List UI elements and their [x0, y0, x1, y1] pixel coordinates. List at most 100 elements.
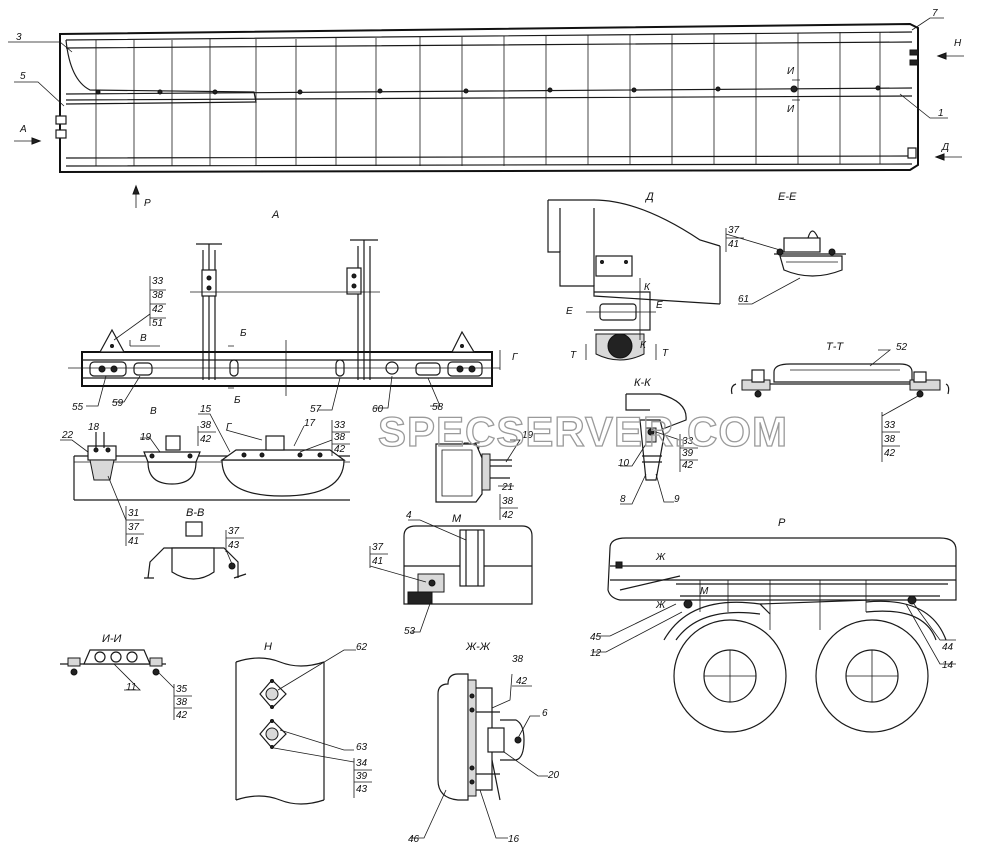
- callout-17: 17: [304, 418, 316, 429]
- callout-53: 53: [404, 626, 416, 637]
- callout-stack-31-37-41: 31 37 41: [107, 475, 144, 547]
- callout-1: 1: [938, 108, 944, 119]
- arrow-label-zh1: Ж: [655, 552, 666, 563]
- callout-52: 52: [896, 342, 908, 353]
- view-n-title: Н: [264, 641, 272, 653]
- arrow-label-g1: Г: [512, 352, 519, 363]
- view-p-title: Р: [778, 517, 786, 529]
- view-kk-title: К-К: [634, 377, 651, 389]
- arrow-label-g2: Г: [226, 422, 233, 433]
- view-kk: К-К 33 39 42 10 8 9: [618, 377, 698, 505]
- callout-stack-33-38-42-51: 33 38 42 51: [113, 276, 166, 341]
- label: 37: [372, 542, 384, 553]
- arrow-label-v2: В: [150, 406, 157, 417]
- arrow-label-d: Д: [941, 142, 949, 153]
- callout-19b: 19: [522, 430, 534, 441]
- arrow-label-t1: Т: [570, 350, 577, 361]
- callout-18: 18: [88, 422, 100, 433]
- callout-stack-34-39-43: 34 39 43: [273, 747, 372, 798]
- view-d: Д Е Е К К Т Т: [547, 191, 721, 361]
- label: 33: [682, 436, 694, 447]
- callout-22: 22: [61, 430, 74, 441]
- callout-5: 5: [20, 71, 26, 82]
- callout-4: 4: [406, 510, 412, 521]
- callout-3: 3: [16, 32, 22, 43]
- callout-42: 42: [516, 676, 528, 687]
- trailer-plan-view: И И 3 5 7 1 Н А Д Р: [8, 8, 964, 209]
- callout-15: 15: [200, 404, 212, 415]
- label: 51: [152, 318, 163, 329]
- callout-8: 8: [620, 494, 626, 505]
- view-ee: Е-Е 37 41 61: [725, 191, 846, 305]
- view-p: Р Ж Ж М 45 12 44 14: [590, 517, 957, 733]
- view-vv-title: В-В: [186, 507, 204, 519]
- callout-46: 46: [408, 834, 420, 845]
- callout-19: 19: [140, 432, 152, 443]
- watermark: SPECSERVER.COM: [378, 408, 788, 455]
- callout-11: 11: [126, 682, 136, 693]
- arrow-label-m: М: [700, 586, 709, 597]
- callout-60: 60: [372, 404, 384, 415]
- callout-59: 59: [112, 398, 124, 409]
- callout-14: 14: [942, 660, 954, 671]
- view-d-title: Д: [644, 191, 654, 203]
- view-vv: В-В 37 43: [144, 507, 247, 580]
- callout-stack-38-42-bb: 38 42: [499, 494, 518, 521]
- view-zhzh: Ж-Ж 38 42 6 20 46 16: [408, 641, 560, 845]
- view-bb: Б-Б 19 21 38 42: [435, 430, 534, 521]
- view-n: Н 62 63 34 39 43: [235, 641, 372, 805]
- arrow-label-i1: И: [787, 66, 795, 77]
- callout-21: 21: [501, 482, 513, 493]
- label: 33: [884, 420, 896, 431]
- label: 33: [334, 420, 346, 431]
- view-ee-title: Е-Е: [778, 191, 797, 203]
- callout-stack-37-41-ee: 37 41: [725, 225, 781, 252]
- label: 41: [128, 536, 139, 547]
- label: 38: [884, 434, 896, 445]
- view-m-title: М: [452, 513, 462, 525]
- label: 39: [356, 771, 368, 782]
- label: 38: [502, 496, 514, 507]
- callout-16: 16: [508, 834, 520, 845]
- view-ii-title: И-И: [102, 633, 122, 645]
- label: 33: [152, 276, 164, 287]
- arrow-label-b1: Б: [240, 328, 247, 339]
- view-zhzh-title: Ж-Ж: [465, 641, 491, 653]
- view-tt-title: Т-Т: [826, 341, 844, 353]
- arrow-label-b2: Б: [234, 395, 241, 406]
- label: 31: [128, 508, 139, 519]
- view-ii: И-И 11 35 38 42: [60, 633, 192, 721]
- label: 38: [176, 697, 188, 708]
- label: 34: [356, 758, 368, 769]
- callout-stack-37-43: 37 43: [225, 526, 244, 565]
- label: 43: [228, 540, 240, 551]
- callout-stack-35-38-42: 35 38 42: [157, 671, 192, 721]
- view-a: А В В Б Б Г 33: [68, 209, 519, 417]
- label: 39: [682, 448, 694, 459]
- view-m: М 4 37 41 53: [369, 510, 533, 637]
- arrow-label-n: Н: [954, 38, 962, 49]
- arrow-label-k1: К: [644, 282, 651, 293]
- callout-stack-33-38-42-tt: 33 38 42: [881, 395, 919, 462]
- label: 42: [884, 448, 896, 459]
- arrow-label-p: Р: [144, 198, 151, 209]
- callout-stack-33-39-42: 33 39 42: [655, 431, 698, 472]
- callout-6: 6: [542, 708, 548, 719]
- arrow-label-v1: В: [140, 333, 147, 344]
- view-a-title: А: [271, 209, 279, 221]
- callout-58: 58: [432, 402, 444, 413]
- callout-stack-33-38-42: 33 38 42: [299, 420, 350, 456]
- callout-62: 62: [356, 642, 368, 653]
- arrow-label-e1: Е: [566, 306, 573, 317]
- label: 42: [152, 304, 164, 315]
- callout-7: 7: [932, 8, 938, 19]
- callout-10: 10: [618, 458, 630, 469]
- arrow-label-zh2: Ж: [655, 600, 666, 611]
- label: 37: [728, 225, 740, 236]
- callout-63: 63: [356, 742, 368, 753]
- arrow-label-k2: К: [640, 340, 647, 351]
- label: 35: [176, 684, 188, 695]
- callout-57: 57: [310, 404, 322, 415]
- label: 42: [176, 710, 188, 721]
- callout-12: 12: [590, 648, 602, 659]
